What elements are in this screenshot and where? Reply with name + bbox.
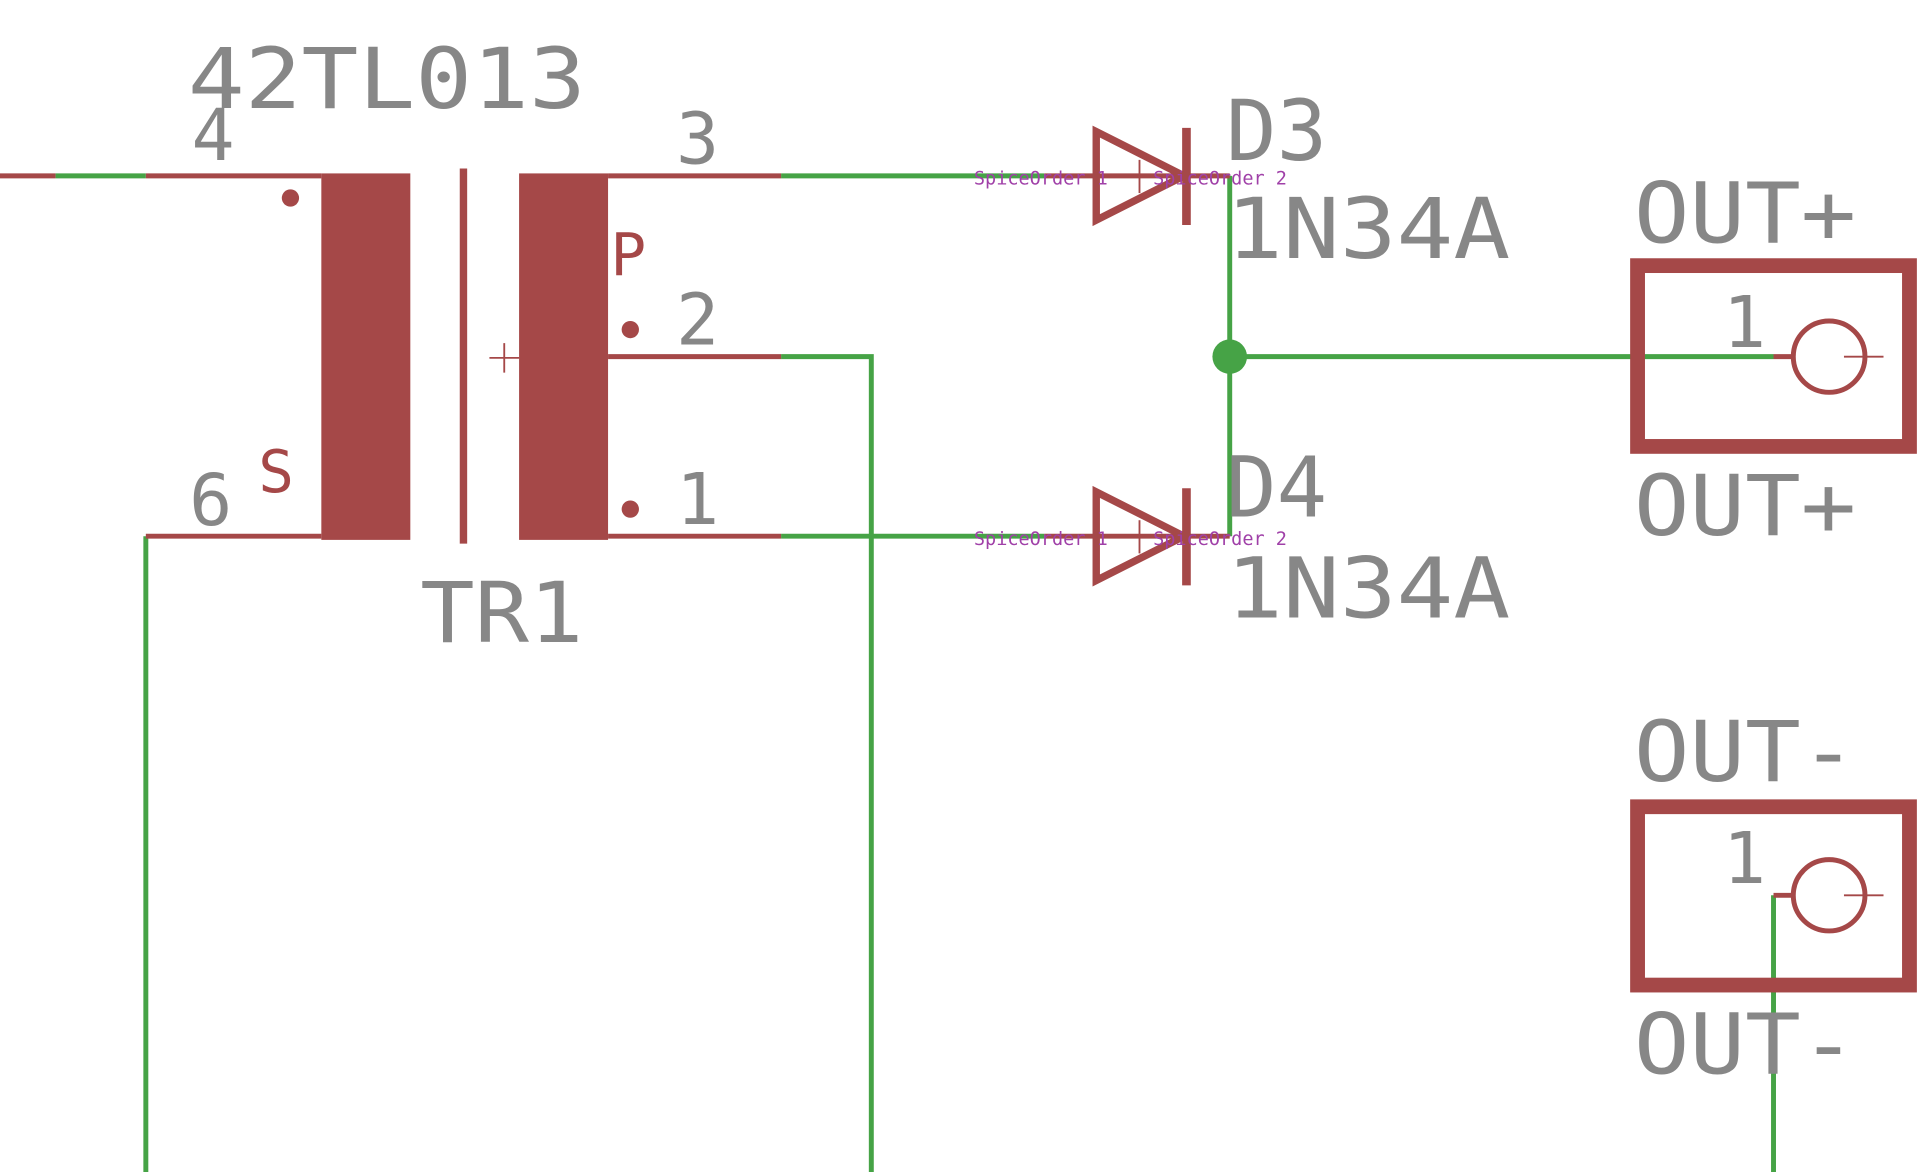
origin-cross-icon	[1843, 880, 1884, 911]
wire-pin2[interactable]	[781, 354, 874, 1172]
pin-3-label: 3	[676, 98, 719, 181]
polarity-dot	[621, 320, 639, 339]
origin-cross-icon	[489, 343, 520, 373]
primary-label: P	[611, 221, 647, 290]
diode-d3[interactable]: SpiceOrder 1 SpiceOrder 2 D3 1N34A	[974, 82, 1510, 278]
pin-4-label: 4	[192, 94, 235, 177]
transformer-tr1[interactable]: 42TL013 4 3 P 2 6 S 1 TR1	[145, 30, 782, 662]
transformer-name: TR1	[420, 564, 583, 662]
connector-frame	[1630, 799, 1917, 993]
diode-value: 1N34A	[1226, 180, 1510, 278]
transformer-value: 42TL013	[188, 30, 586, 128]
polarity-dot	[621, 500, 639, 518]
connector-out-minus[interactable]: OUT- 1 OUT-	[1630, 703, 1917, 1094]
connector-value: OUT-	[1634, 996, 1856, 1094]
diode-triangle-icon	[1092, 485, 1193, 587]
spice-order-anode: SpiceOrder 1	[974, 529, 1108, 550]
secondary-winding	[321, 173, 411, 540]
secondary-label: S	[258, 437, 294, 506]
diode-name: D3	[1226, 82, 1327, 180]
spice-order-cathode: SpiceOrder 2	[1153, 169, 1287, 190]
diode-value: 1N34A	[1226, 540, 1510, 638]
diode-d4[interactable]: SpiceOrder 1 SpiceOrder 2 D4 1N34A	[974, 439, 1510, 638]
polarity-dot	[281, 189, 300, 207]
connector-value: OUT+	[1634, 457, 1856, 555]
connector-pin-label: 1	[1723, 817, 1766, 900]
nets	[0, 173, 1776, 1172]
pin-6-label: 6	[189, 459, 232, 542]
connector-pin-label: 1	[1723, 281, 1766, 364]
connector-frame	[1630, 258, 1917, 454]
connector-name: OUT-	[1634, 703, 1856, 801]
spice-order-anode: SpiceOrder 1	[974, 169, 1108, 190]
pin-1-label: 1	[676, 458, 719, 541]
connector-name: OUT+	[1634, 164, 1856, 262]
primary-winding	[519, 173, 609, 540]
diode-name: D4	[1226, 439, 1327, 537]
connector-out-plus[interactable]: OUT+ 1 OUT+	[1630, 164, 1917, 555]
origin-cross-icon	[1843, 341, 1884, 372]
diode-triangle-icon	[1092, 125, 1193, 227]
pin-2-label: 2	[676, 279, 719, 362]
spice-order-cathode: SpiceOrder 2	[1153, 529, 1287, 550]
junction-dot	[1212, 339, 1248, 374]
